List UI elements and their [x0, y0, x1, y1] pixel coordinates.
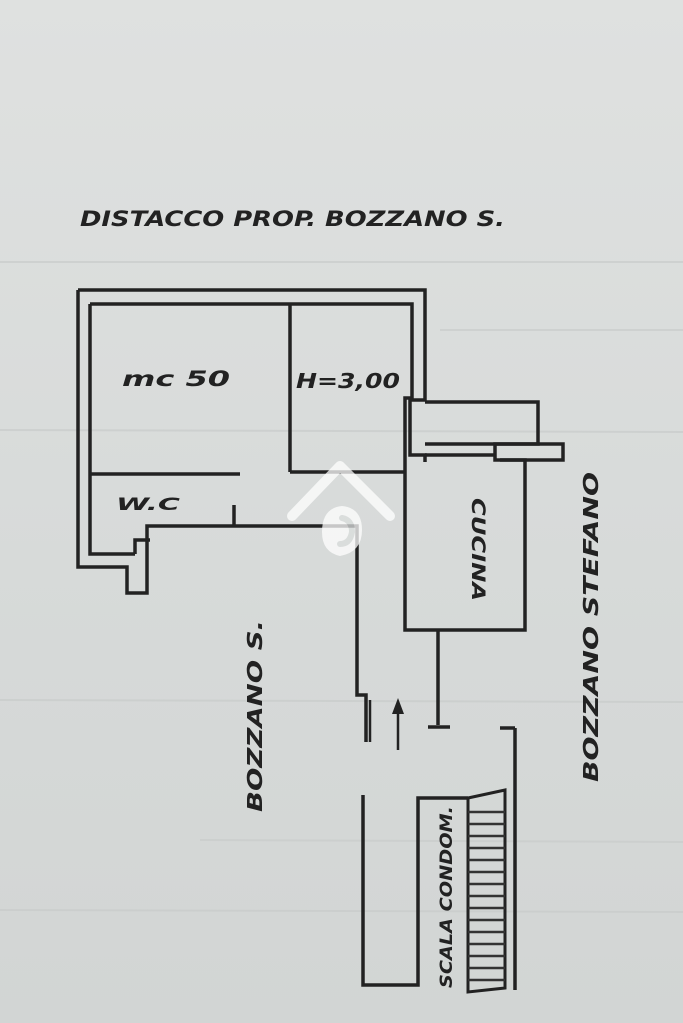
neighbor-left-label: BOZZANO S.: [243, 620, 267, 812]
kitchen-label: CUCINA: [467, 498, 489, 601]
kitchen-wall: [403, 458, 527, 632]
room-height-label: H=3,00: [296, 369, 400, 393]
stair-corridor-left-wall: [361, 795, 468, 987]
wc-label: W.C: [116, 495, 181, 515]
balcony-wall: [425, 400, 540, 446]
stair-outline: [466, 788, 507, 994]
corridor-top-wall-inner: [133, 538, 150, 554]
inner-wall-left: [88, 304, 135, 556]
balcony-ledge: [493, 442, 565, 462]
room-volume-label: mc 50: [122, 367, 230, 391]
corridor-top-wall: [145, 524, 368, 742]
scan-background-noise: [0, 261, 683, 913]
neighbor-right-label: BOZZANO STEFANO: [579, 472, 603, 782]
entry-arrow-icon: [392, 698, 404, 750]
header-label: DISTACCO PROP. BOZZANO S.: [80, 207, 505, 231]
house-logo-icon: [287, 461, 395, 556]
inner-wall-main-block: [90, 302, 414, 460]
stairs: [466, 788, 507, 994]
stairs-label: SCALA CONDOM.: [437, 806, 457, 988]
outer-wall-left: [76, 290, 149, 595]
stair-treads: [468, 810, 505, 982]
